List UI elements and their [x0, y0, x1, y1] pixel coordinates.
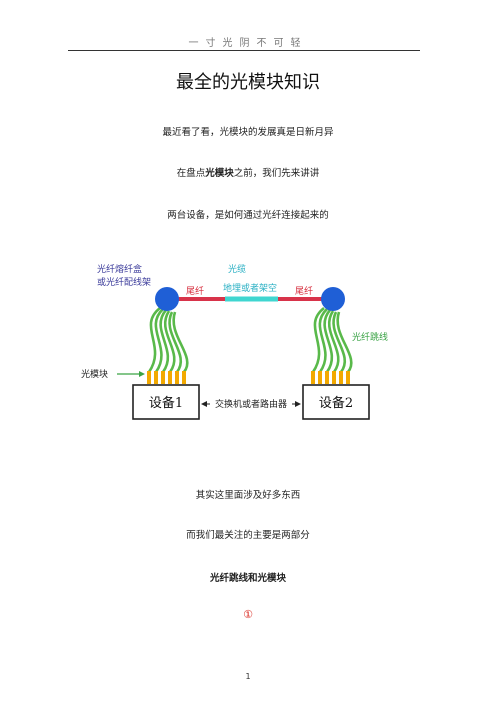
optical-modules-right	[311, 371, 350, 384]
paragraph-4: 其实这里面涉及好多东西	[195, 490, 301, 501]
fiber-connection-diagram: 设备1 设备2 交换机或者路由器 光纤熔纤盒 或光纤配线架 光缆 地埋或者架空 …	[81, 263, 388, 420]
device-2-label: 设备2	[319, 395, 353, 411]
label-pigtail-left: 尾纤	[186, 285, 204, 297]
module-pointer-head	[139, 371, 145, 377]
patch-cords-left	[147, 306, 189, 373]
section-marker: ①	[243, 608, 253, 621]
label-optical-module: 光模块	[81, 368, 108, 380]
link-label: 交换机或者路由器	[215, 398, 287, 410]
paragraph-2: 在盘点光模块之前，我们先来讲讲	[0, 165, 496, 179]
paragraph-2-bold: 光模块	[205, 168, 234, 179]
label-cable: 光缆	[228, 263, 246, 275]
label-cable-route: 地埋或者架空	[223, 282, 277, 294]
link-arrow-left-head	[201, 401, 207, 407]
paragraph-1: 最近看了看，光模块的发展真是日新月异	[162, 127, 334, 138]
paragraph-2-suffix: 之前，我们先来讲讲	[233, 168, 320, 179]
paragraph-2-prefix: 在盘点	[176, 168, 206, 179]
label-odf: 光纤熔纤盒	[97, 263, 142, 275]
odf-right-dot	[321, 287, 345, 311]
device-2-box	[302, 384, 370, 420]
link-arrow-right-head	[295, 401, 301, 407]
paragraph-6-bold: 光纤跳线和光模块	[209, 573, 286, 584]
odf-left-dot	[155, 287, 179, 311]
header-rule	[68, 50, 420, 51]
device-1-label: 设备1	[149, 395, 183, 411]
paragraph-3: 两台设备，是如何通过光纤连接起来的	[167, 210, 329, 221]
label-pigtail-right: 尾纤	[295, 285, 313, 297]
paragraph-5: 而我们最关注的主要是两部分	[186, 530, 310, 541]
optical-modules-left	[147, 371, 186, 384]
document-title: 最全的光模块知识	[176, 72, 320, 93]
label-patch-cord: 光纤跳线	[352, 331, 388, 343]
device-1-box	[132, 384, 200, 420]
patch-cords-right	[311, 306, 353, 373]
page-header: 一寸光阴不可轻	[188, 38, 308, 49]
link-label-bg	[210, 397, 292, 410]
label-odf-2: 或光纤配线架	[97, 276, 151, 288]
page-number: 1	[245, 672, 251, 681]
